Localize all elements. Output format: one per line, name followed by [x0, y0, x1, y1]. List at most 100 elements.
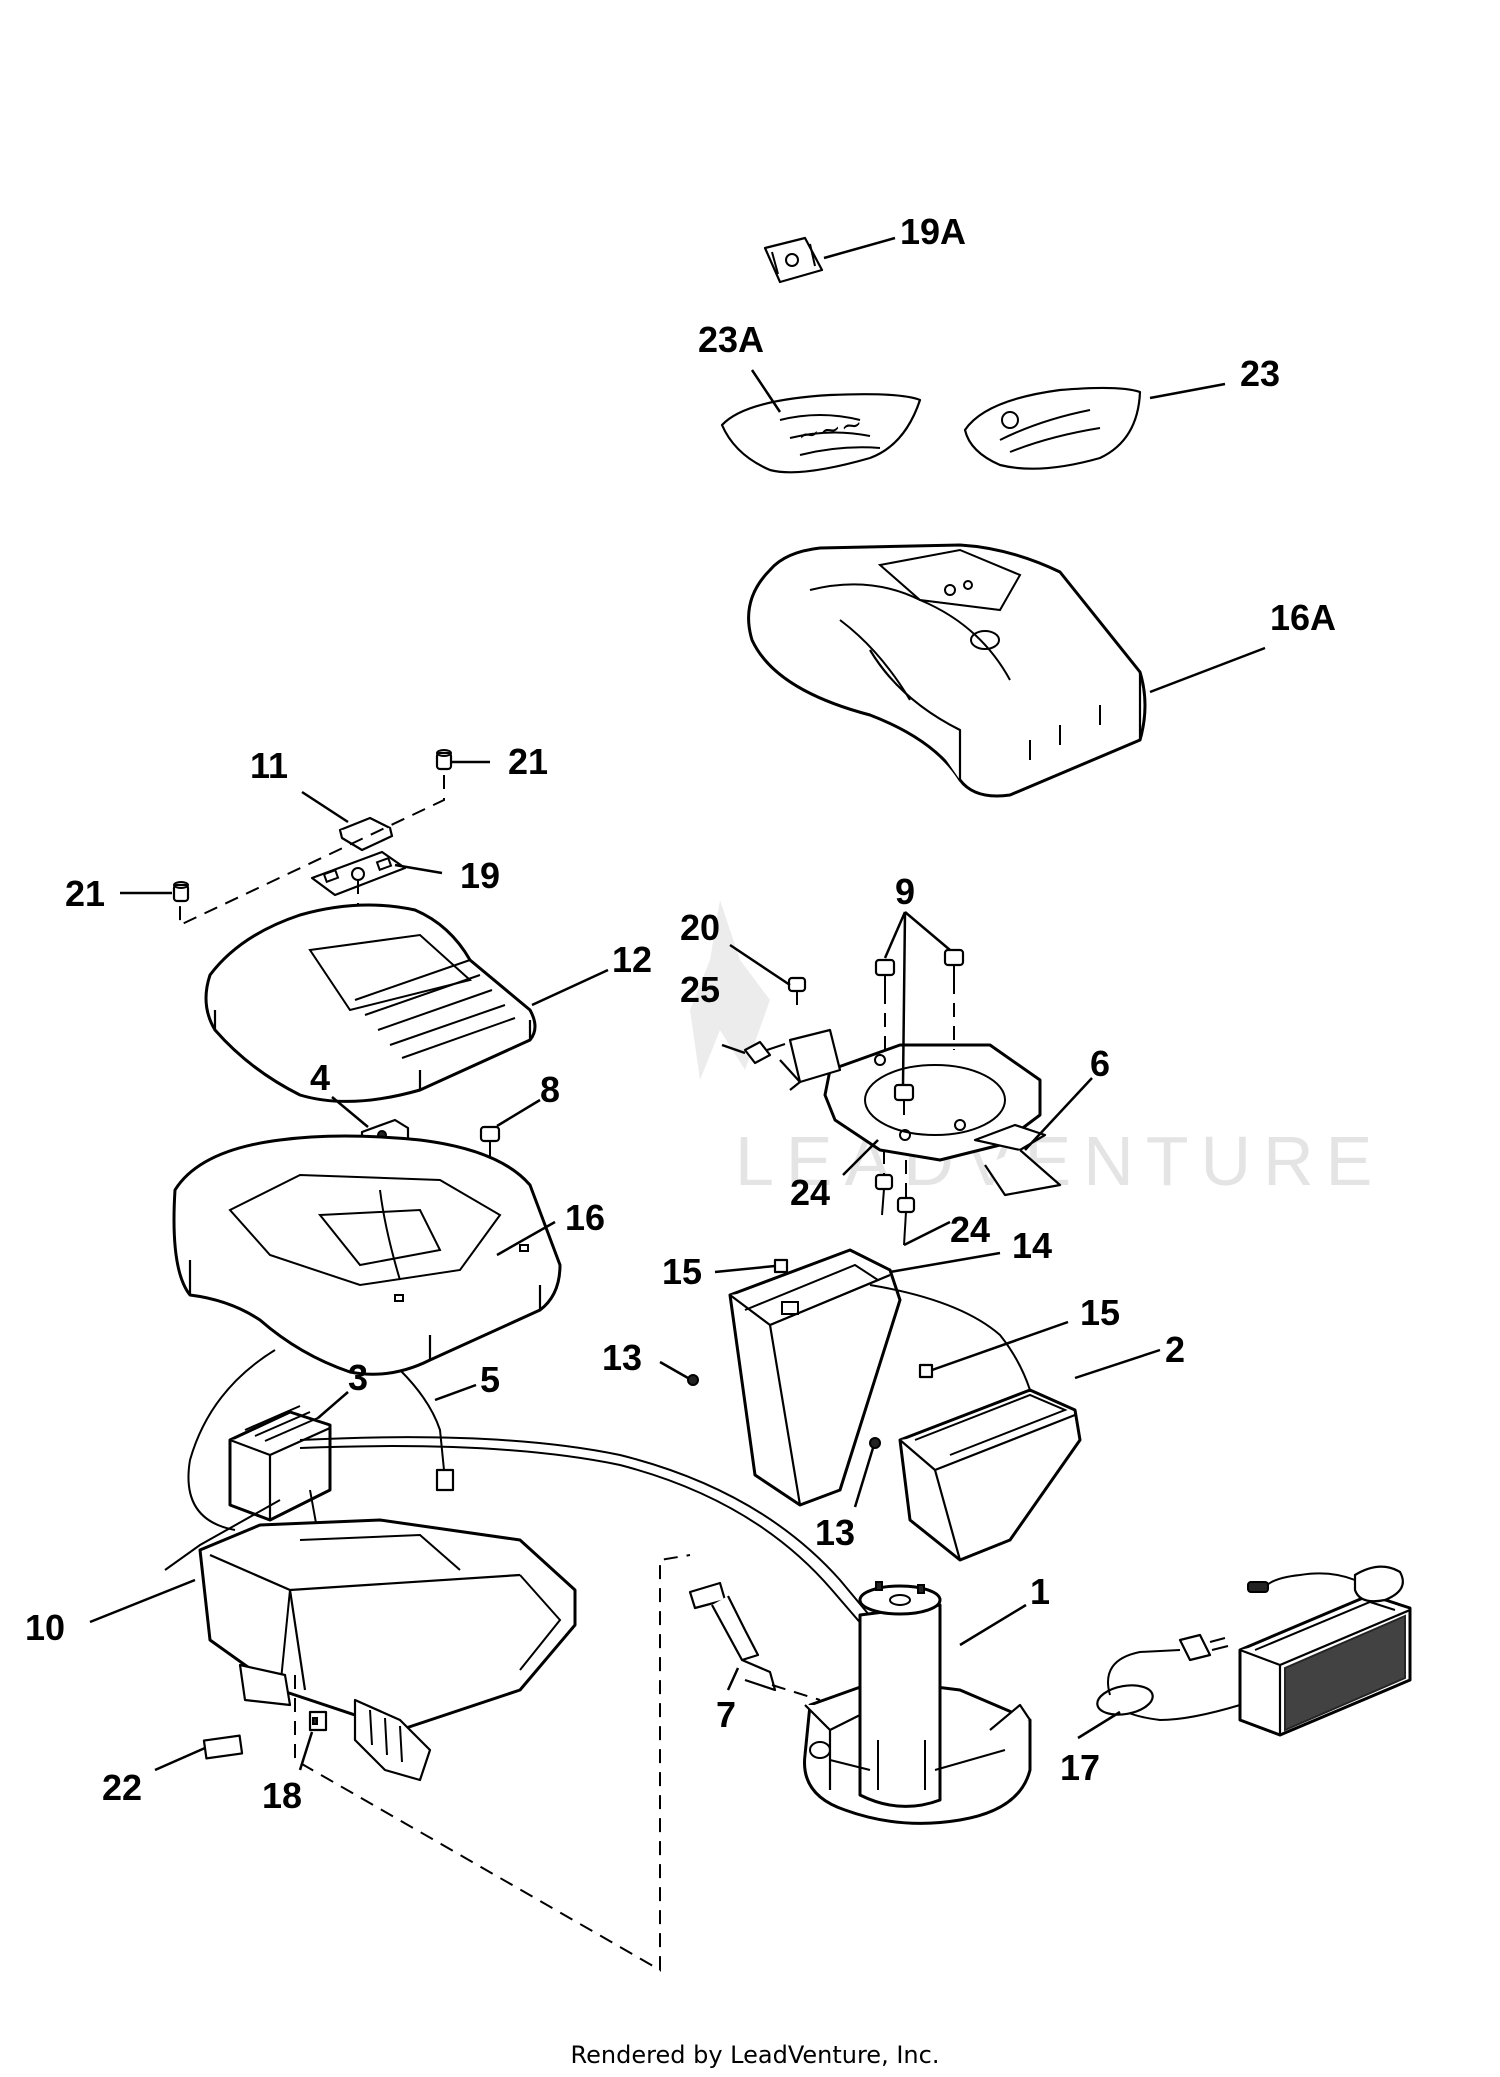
callout-21: 21 [65, 873, 105, 914]
leader-line [659, 1360, 689, 1380]
leader-line [154, 1746, 206, 1772]
part-1-motor[interactable] [803, 1581, 1032, 1825]
leader-line [496, 1220, 556, 1257]
callout-10: 10 [25, 1607, 65, 1648]
callout-22: 22 [102, 1767, 142, 1808]
part-10-base-tray[interactable] [198, 1518, 577, 1782]
part-11-switch-cap[interactable] [338, 816, 394, 852]
part-6-bracket-plate[interactable] [779, 1028, 1062, 1197]
callout-2: 2 [1165, 1329, 1185, 1370]
callout-12: 12 [612, 939, 652, 980]
leader-line [959, 1603, 1027, 1647]
callout-15: 15 [662, 1251, 702, 1292]
part-3-controller[interactable] [228, 1405, 332, 1522]
watermark: LEADVENTURE [690, 900, 1384, 1200]
leader-line [714, 1264, 776, 1274]
part-5-connector[interactable] [435, 1468, 455, 1492]
leader-line [531, 968, 609, 1007]
guide-line [883, 1150, 907, 1198]
part-20-screw[interactable] [787, 976, 807, 1005]
callout-7: 7 [716, 1694, 736, 1735]
callout-14: 14 [1012, 1225, 1052, 1266]
part-17-charger[interactable] [1095, 1565, 1412, 1737]
leader-line [726, 1667, 740, 1691]
part-24-bolts[interactable] [874, 1173, 916, 1246]
part-16-housing[interactable] [172, 1134, 562, 1376]
part-22-label[interactable] [202, 1734, 244, 1760]
callout-19: 19 [460, 855, 500, 896]
leader-line [434, 1383, 477, 1402]
callout-24: 24 [950, 1209, 990, 1250]
leader-line [496, 1098, 541, 1128]
callout-16A: 16A [1270, 597, 1336, 638]
leader-line [1149, 382, 1226, 400]
callout-4: 4 [310, 1057, 330, 1098]
callout-3: 3 [348, 1357, 368, 1398]
part-23-decal[interactable] [963, 386, 1142, 470]
leader-line [750, 369, 782, 413]
part-12-cover[interactable] [204, 903, 537, 1103]
part-21-screw-right[interactable] [435, 749, 453, 771]
leader-line [1149, 646, 1266, 694]
leader-line [883, 911, 951, 1086]
wire-harness [399, 1369, 446, 1481]
callout-24: 24 [790, 1172, 830, 1213]
callout-5: 5 [480, 1359, 500, 1400]
guide-line [884, 980, 955, 1060]
part-2-battery[interactable] [898, 1388, 1082, 1562]
part-13-nut[interactable] [869, 1437, 881, 1449]
footer-credit: Rendered by LeadVenture, Inc. [571, 2041, 940, 2069]
part-7-bracket[interactable] [688, 1581, 777, 1692]
callout-17: 17 [1060, 1747, 1100, 1788]
part-19-switch-plate[interactable] [310, 850, 407, 897]
callout-23: 23 [1240, 353, 1280, 394]
callout-21: 21 [508, 741, 548, 782]
leader-line [1077, 1710, 1121, 1740]
callout-13: 13 [815, 1512, 855, 1553]
leader-line [1074, 1348, 1161, 1380]
leader-line [394, 863, 443, 875]
callout-20: 20 [680, 907, 720, 948]
part-23A-decal[interactable]: ~~~ [720, 393, 922, 474]
callout-19A: 19A [900, 211, 966, 252]
part-13-nut[interactable] [687, 1374, 699, 1386]
callout-8: 8 [540, 1069, 560, 1110]
leader-line [331, 1096, 369, 1128]
part-14-battery[interactable] [728, 1248, 902, 1507]
callout-11: 11 [250, 745, 288, 786]
callout-6: 6 [1090, 1043, 1110, 1084]
part-15-terminal-clip[interactable] [773, 1258, 789, 1274]
wire-harness [299, 1436, 891, 1641]
part-21-screw-left[interactable] [172, 881, 190, 903]
leader-line [317, 1391, 349, 1419]
guide-line [179, 775, 445, 927]
callout-1: 1 [1030, 1571, 1050, 1612]
callout-23A: 23A [698, 319, 764, 360]
part-16A-shroud[interactable] [747, 543, 1147, 798]
part-18-fuse[interactable] [308, 1710, 328, 1732]
wire-harness [187, 1349, 276, 1531]
leader-line [903, 1220, 951, 1247]
leader-line [823, 236, 896, 260]
part-19A-decal[interactable] [763, 236, 824, 284]
part-8-screw[interactable] [479, 1125, 501, 1160]
callout-15: 15 [1080, 1292, 1120, 1333]
guide-line [771, 1684, 821, 1701]
callout-9: 9 [895, 871, 915, 912]
leader-line [842, 1139, 879, 1176]
part-9-bolts[interactable] [874, 948, 965, 1115]
leader-line [89, 1578, 196, 1624]
leader-line [721, 1043, 746, 1055]
watermark-text: LEADVENTURE [735, 1122, 1384, 1200]
callout-18: 18 [262, 1775, 302, 1816]
callout-13: 13 [602, 1337, 642, 1378]
leader-line [889, 1251, 1001, 1274]
callout-16: 16 [565, 1197, 605, 1238]
wire-harness [164, 1499, 281, 1571]
callout-labels: 19A 23A 23 16A 11 21 21 19 12 20 9 25 6 … [25, 211, 1336, 1816]
part-25-bolt[interactable] [743, 1040, 786, 1065]
part-15-terminal-clip[interactable] [918, 1363, 934, 1379]
guide-line [294, 1554, 691, 1972]
